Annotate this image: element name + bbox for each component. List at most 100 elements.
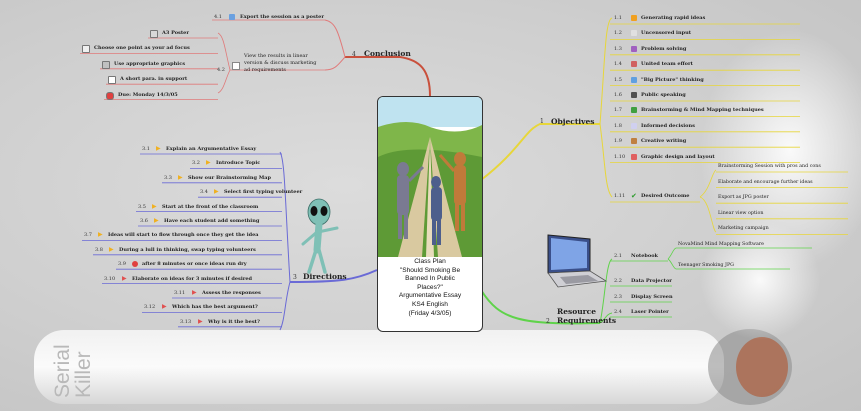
objectives-item-number: 1.8 [614,122,622,129]
directions-item-9[interactable]: after 8 minutes or once ideas run dry [142,261,247,268]
directions-number: 3 [293,274,297,281]
objectives-branch-label[interactable]: Objectives [551,117,595,126]
resources-item-1[interactable]: Notebook [631,253,659,259]
conclusion-sub-item-1[interactable]: A3 Poster [162,30,189,36]
directions-item-4[interactable]: Select first typing volunteer [224,189,303,196]
directions-item-2[interactable]: Introduce Topic [216,160,261,167]
directions-item-number: 3.5 [138,203,146,210]
directions-item-10[interactable]: Elaborate on ideas for 3 minutes if desi… [132,275,253,282]
resources-item-4[interactable]: Laser Pointer [631,309,669,315]
checkmark-icon: ✔ [631,192,637,200]
resources-title-line1: Resource [557,307,596,316]
directions-trunk [289,269,378,283]
clock-icon [106,91,114,100]
directions-item-number: 3.6 [140,218,148,224]
desired-outcome-item-2[interactable]: Elaborate and encourage further ideas [718,179,813,185]
central-topic-line-2: "Should Smoking Be [399,266,461,274]
graphics-icon [102,60,110,69]
objectives-item-number: 1.7 [614,107,622,114]
conclusion-sub-item-4[interactable]: A short para. in support [120,76,188,83]
conclusion-sub-item-2[interactable]: Choose one point as your ad focus [94,45,190,52]
objectives-item-2[interactable]: Uncensored input [641,30,692,37]
objectives-item-9[interactable]: Creative writing [641,138,687,145]
central-topic-line-5: Argumentative Essay [398,292,462,300]
directions-item-7[interactable]: Ideas will start to flow through once th… [108,232,259,239]
puzzle-icon [631,45,637,52]
directions-item-12[interactable]: Which has the best argument? [172,304,258,311]
objectives-item-7[interactable]: Brainstorming & Mind Mapping techniques [641,107,764,114]
desired-outcome-item-4[interactable]: Linear view option [718,210,764,216]
notebook-jpg-item[interactable]: Teenager Smoking JPG [678,263,735,268]
arrow-icon: ▶ [214,188,219,196]
pencil-icon [631,30,637,37]
team-icon [631,61,637,68]
central-topic-line-6: KS4 English [412,300,448,308]
desired-outcome-item-3[interactable]: Export as JPG poster [718,195,769,201]
directions-item-3[interactable]: Show our Brainstorming Map [188,174,272,181]
conclusion-item-1-label[interactable]: Export the session as a poster [240,14,324,20]
directions-item-lines [82,153,282,328]
objectives-item-8[interactable]: Informed decisions [641,122,695,129]
directions-item-13[interactable]: Why is it the best? [208,318,260,325]
directions-branch-label[interactable]: Directions [303,272,347,281]
arrow-icon: ▶ [156,145,161,152]
objectives-item-10[interactable]: Graphic design and layout [641,153,715,160]
directions-item-number: 3.2 [192,160,200,167]
directions-item-8[interactable]: During a lull in thinking, swap typing v… [119,246,256,253]
desired-outcome-item-5[interactable]: Marketing campaign [718,226,769,232]
lightbulb-icon [631,15,637,21]
objectives-item-6[interactable]: Public speaking [641,92,686,98]
central-topic-line-3: Banned In Public [405,275,455,283]
brush-icon [631,76,637,83]
alien-image [301,198,339,274]
resources-branch-label[interactable]: Resource Requirements [557,307,616,325]
objectives-item-number: 1.3 [614,45,622,52]
objectives-item-number: 1.1 [614,15,622,21]
objectives-item-4[interactable]: United team effort [641,61,693,68]
directions-item-5[interactable]: Start at the front of the classroom [162,203,259,210]
directions-item-1[interactable]: Explain an Argumentative Essay [166,146,257,152]
desired-outcome-item-1[interactable]: Brainstorming Session with pros and cons [718,164,821,169]
objectives-item-1[interactable]: Generating rapid ideas [641,15,706,21]
desired-outcome-number: 1.11 [614,193,626,199]
conclusion-sub-item-3[interactable]: Use appropriate graphics [114,60,186,67]
conclusion-item-2-line1: View the results in linear [244,53,308,59]
arrow-icon: ▶ [152,202,157,210]
notebook-software-item[interactable]: NovaMind Mind Mapping Software [678,242,765,247]
resources-item-3[interactable]: Display Screen [631,294,673,300]
directions-item-number: 3.1 [142,146,150,152]
central-topic-line-1: Class Plan [414,258,446,265]
objectives-item-3[interactable]: Problem solving [641,45,687,52]
resources-item-lines [610,260,672,318]
conclusion-sub-lines [80,37,218,100]
conclusion-item-2-line3: ad requirements [244,67,286,73]
poster-icon [150,30,158,38]
laptop-image [547,234,608,288]
objectives-item-lines [610,23,800,164]
desired-outcome-label[interactable]: Desired Outcome [641,193,690,199]
directions-item-6[interactable]: Have each student add something [164,218,260,224]
objectives-item-5[interactable]: "Big Picture" thinking [641,76,704,83]
central-illustration [378,97,482,257]
conclusion-sub-item-5[interactable]: Due: Monday 14/3/05 [118,91,178,98]
conclusion-item-2-label[interactable]: View the results in linear version & dis… [244,53,316,74]
quill-icon [631,138,637,145]
directions-item-11[interactable]: Assess the responses [202,290,261,296]
paragraph-icon [108,76,116,85]
objectives-item-number: 1.2 [614,30,622,37]
arrow-icon: ▶ [98,231,103,239]
book-icon [631,122,637,129]
arrow-icon: ▶ [154,217,159,224]
resources-item-2[interactable]: Data Projector [631,278,672,284]
conclusion-branch-label[interactable]: Conclusion [364,49,411,58]
objectives-trunk [480,123,600,181]
document-icon [232,62,240,70]
objectives-stem-lower [599,123,613,198]
export-icon [229,14,235,20]
objectives-number: 1 [540,118,544,125]
